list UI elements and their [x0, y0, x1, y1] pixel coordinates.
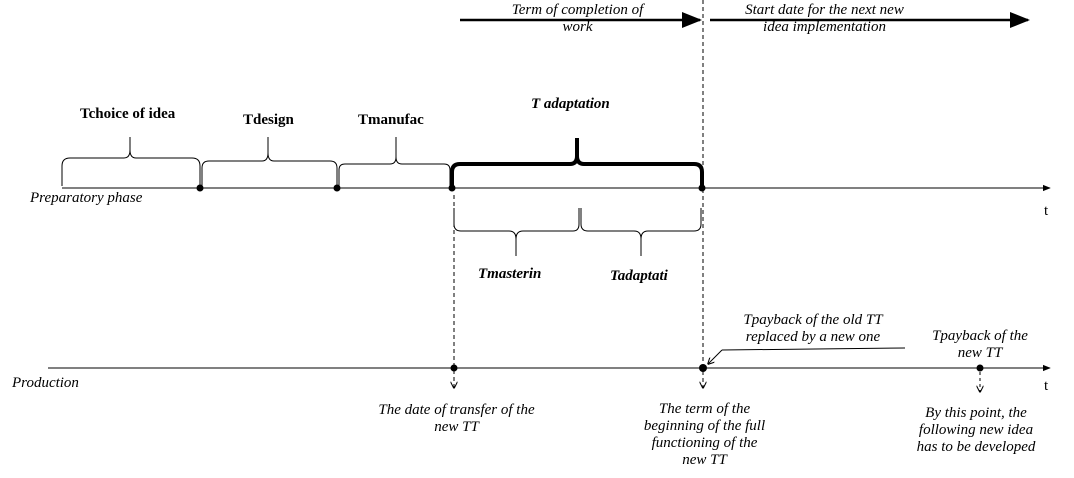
new-idea-note-line: following new idea [918, 422, 1034, 438]
brace-mastering [453, 208, 580, 256]
transfer-date-note-line: new TT [434, 419, 479, 435]
production-point [699, 364, 707, 372]
full-functioning-note-line: beginning of the full [643, 418, 766, 434]
phase-adaptation-label: T adaptation [531, 96, 610, 112]
phase-adaptati-label: Tadaptati [610, 268, 668, 284]
next-start-label-line: idea implementation [763, 19, 886, 35]
full-functioning-note-line: functioning of the [651, 435, 758, 451]
transfer-date-note-line: The date of transfer of the [378, 402, 535, 418]
axis-point [333, 184, 341, 192]
t-axis-label-top: t [1044, 203, 1049, 219]
phase-manufac-label: Tmanufac [358, 112, 424, 128]
next-start-label-line: Start date for the next new [745, 2, 904, 18]
preparatory-axis-label: Preparatory phase [30, 190, 143, 206]
payback-old-note-line: replaced by a new one [745, 329, 881, 345]
payback-new-note-line: new TT [957, 345, 1003, 361]
payback-new-note: Tpayback of the new TT [916, 328, 1044, 362]
new-idea-note-line: By this point, the [925, 405, 1027, 421]
completion-label-line: Term of completion of [511, 2, 644, 18]
full-functioning-note-line: The term of the [658, 401, 751, 417]
full-functioning-note-line: new TT [682, 452, 727, 468]
brace-design [201, 137, 338, 186]
brace-choice [61, 137, 201, 186]
brace-adaptation [450, 138, 704, 188]
next-start-label: Start date for the next new idea impleme… [712, 2, 937, 36]
phase-mastering-label: Tmasterin [478, 266, 542, 282]
production-point [450, 364, 458, 372]
payback-new-note-line: Tpayback of the [932, 328, 1028, 344]
phase-design-label: Tdesign [243, 112, 294, 128]
payback-old-pointer [708, 349, 723, 364]
brace-manufac [338, 137, 451, 186]
payback-old-underline [721, 347, 906, 351]
brace-adaptati [580, 208, 702, 256]
full-functioning-note: The term of the beginning of the full fu… [612, 401, 797, 478]
new-idea-note: By this point, the following new idea ha… [888, 405, 1064, 456]
payback-old-note-line: Tpayback of the old TT [743, 312, 883, 328]
new-idea-note-line: has to be developed [916, 439, 1036, 455]
completion-label: Term of completion of work [465, 2, 690, 36]
payback-old-note: Tpayback of the old TT replaced by a new… [718, 312, 908, 346]
production-point [976, 364, 984, 372]
phase-choice-label: Tchoice of idea [80, 106, 176, 122]
transfer-date-note: The date of transfer of the new TT [354, 402, 559, 436]
axis-point [196, 184, 204, 192]
t-axis-label-bottom: t [1044, 378, 1049, 394]
completion-label-line: work [562, 19, 593, 35]
production-axis-label: Production [12, 375, 79, 391]
